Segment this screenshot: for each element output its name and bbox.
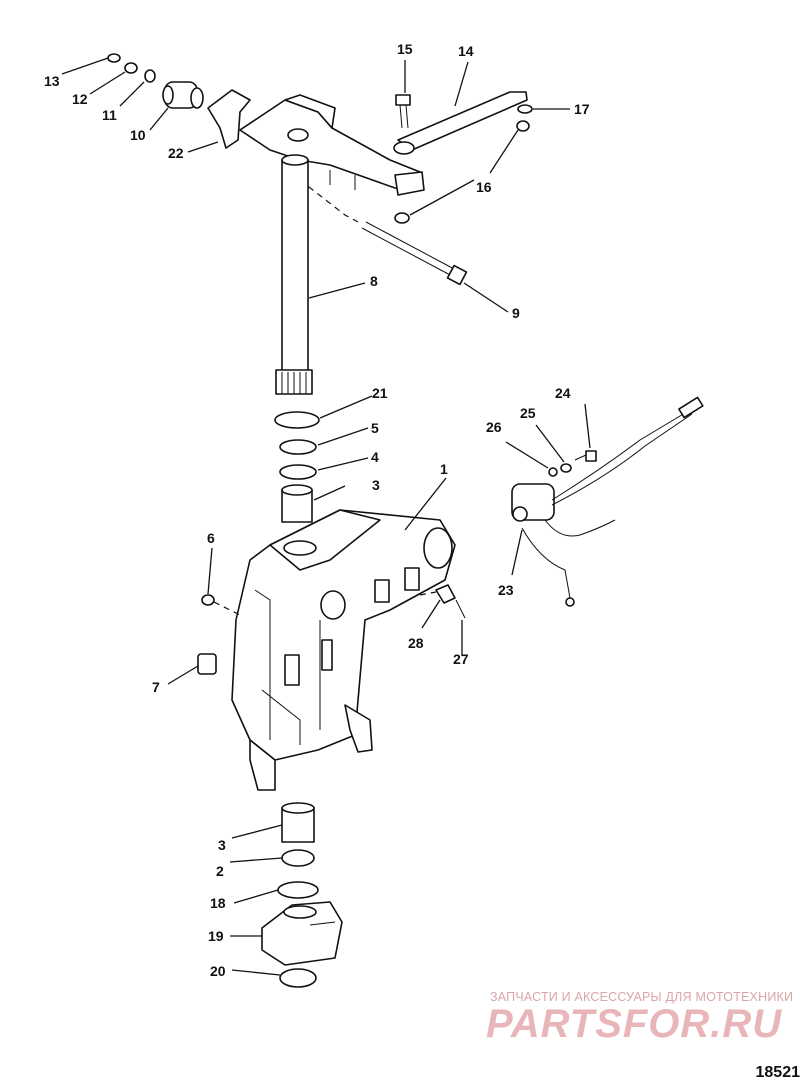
long-bolt-9	[361, 221, 468, 286]
diagram-number: 18521	[755, 1064, 800, 1081]
ring-4	[279, 464, 317, 480]
washer-12	[124, 62, 138, 74]
nut-16a	[516, 120, 530, 132]
callout-26: 26	[486, 419, 502, 435]
callout-6: 6	[207, 530, 215, 546]
callout-19: 19	[208, 928, 224, 944]
plate-22	[207, 89, 251, 149]
steering-shaft-8	[275, 154, 313, 395]
watermark-logo: PARTSFOR.RU	[486, 1002, 783, 1046]
callout-5: 5	[371, 420, 379, 436]
mount-10	[162, 81, 204, 109]
callout-3-bottom: 3	[218, 837, 226, 853]
bushing-3-top	[281, 484, 313, 523]
callout-25: 25	[520, 405, 536, 421]
washer-18	[277, 881, 319, 899]
callout-27: 27	[453, 651, 469, 667]
callout-11: 11	[102, 107, 117, 123]
callout-2: 2	[216, 863, 224, 879]
washer-11	[144, 69, 156, 83]
washer-26	[548, 467, 558, 477]
washer-13	[107, 53, 121, 63]
callout-3-top: 3	[372, 477, 380, 493]
callout-12: 12	[72, 91, 88, 107]
washer-21	[274, 411, 320, 429]
callout-20: 20	[210, 963, 226, 979]
seal-5	[279, 439, 317, 455]
callout-14: 14	[458, 43, 474, 59]
switch-23	[511, 396, 704, 607]
callout-10: 10	[130, 127, 146, 143]
callout-23: 23	[498, 582, 514, 598]
watermark-caption: ЗАПЧАСТИ И АКСЕССУАРЫ ДЛЯ МОТОТЕХНИКИ	[490, 990, 794, 1004]
link-rod-14	[397, 91, 528, 151]
nut-16b	[394, 212, 410, 224]
clip-28	[435, 584, 456, 604]
yoke-19	[261, 901, 343, 966]
swivel-bracket-1	[231, 509, 456, 791]
callout-22: 22	[168, 145, 184, 161]
callout-7: 7	[152, 679, 160, 695]
callout-1: 1	[440, 461, 448, 477]
callout-17: 17	[574, 101, 590, 117]
bushing-7	[197, 653, 217, 675]
callout-13: 13	[44, 73, 60, 89]
screw-6	[201, 594, 215, 606]
bolt-15	[395, 94, 411, 129]
washer-25	[560, 463, 572, 473]
washer-17	[517, 104, 533, 114]
ring-20	[279, 968, 317, 988]
callout-8: 8	[370, 273, 378, 289]
callout-18: 18	[210, 895, 226, 911]
callout-21: 21	[372, 385, 388, 401]
callout-24: 24	[555, 385, 571, 401]
callout-9: 9	[512, 305, 520, 321]
screw-27	[455, 599, 466, 619]
callout-28: 28	[408, 635, 424, 651]
callout-15: 15	[397, 41, 413, 57]
seal-2	[281, 849, 315, 867]
screw-24	[574, 450, 597, 462]
callout-16: 16	[476, 179, 492, 195]
bushing-3-bottom	[281, 802, 315, 843]
callout-4: 4	[371, 449, 379, 465]
